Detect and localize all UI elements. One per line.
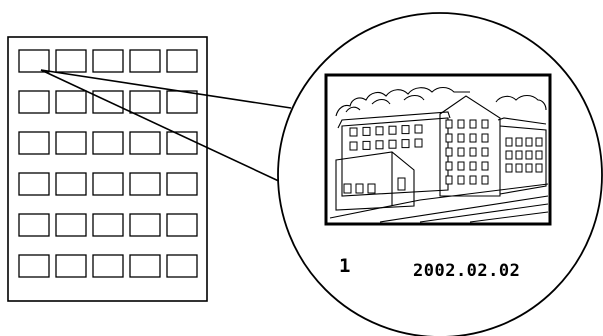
window bbox=[469, 147, 477, 157]
window bbox=[457, 147, 465, 157]
thumbnail bbox=[55, 90, 87, 114]
window bbox=[469, 161, 477, 171]
thumbnail bbox=[166, 172, 198, 196]
thumbnail bbox=[166, 49, 198, 73]
window bbox=[515, 163, 523, 173]
window bbox=[481, 147, 489, 157]
thumbnail bbox=[18, 254, 50, 278]
window bbox=[469, 119, 477, 129]
window bbox=[535, 150, 543, 160]
thumbnail bbox=[55, 49, 87, 73]
window bbox=[355, 183, 364, 194]
window bbox=[388, 125, 397, 135]
thumbnail bbox=[166, 254, 198, 278]
window bbox=[457, 175, 465, 185]
window bbox=[515, 150, 523, 160]
window bbox=[445, 147, 453, 157]
window bbox=[457, 161, 465, 171]
thumbnail bbox=[129, 49, 161, 73]
thumbnail bbox=[129, 254, 161, 278]
callout-line-bottom bbox=[40, 69, 284, 184]
thumbnail bbox=[92, 172, 124, 196]
window bbox=[535, 137, 543, 147]
house-front bbox=[335, 151, 415, 211]
window bbox=[414, 138, 423, 148]
window bbox=[457, 119, 465, 129]
window bbox=[343, 183, 352, 194]
window bbox=[349, 127, 358, 137]
window bbox=[362, 140, 371, 150]
window bbox=[481, 161, 489, 171]
window bbox=[535, 163, 543, 173]
date-label: 2002.02.02 bbox=[413, 261, 520, 281]
thumbnail bbox=[18, 172, 50, 196]
window bbox=[445, 119, 453, 129]
window bbox=[505, 163, 513, 173]
window bbox=[349, 141, 358, 151]
window bbox=[445, 161, 453, 171]
window bbox=[525, 163, 533, 173]
thumbnail bbox=[18, 90, 50, 114]
window bbox=[481, 119, 489, 129]
window bbox=[375, 126, 384, 136]
frame-number-label: 1 bbox=[339, 255, 350, 277]
thumbnail bbox=[166, 213, 198, 237]
thumbnail bbox=[55, 213, 87, 237]
window bbox=[481, 133, 489, 143]
window bbox=[505, 150, 513, 160]
window bbox=[469, 175, 477, 185]
thumbnail bbox=[18, 131, 50, 155]
window bbox=[525, 150, 533, 160]
window bbox=[401, 139, 410, 149]
magnified-photo bbox=[324, 73, 552, 226]
window bbox=[445, 175, 453, 185]
thumbnail bbox=[92, 213, 124, 237]
thumbnail bbox=[55, 131, 87, 155]
building-windows bbox=[343, 119, 543, 194]
thumbnail bbox=[166, 90, 198, 114]
window bbox=[397, 177, 406, 191]
building-left-roof bbox=[337, 111, 451, 129]
thumbnail bbox=[55, 172, 87, 196]
window bbox=[375, 140, 384, 150]
thumbnail bbox=[92, 49, 124, 73]
index-print-sheet bbox=[7, 36, 208, 302]
road-lines bbox=[379, 195, 549, 223]
building-right-roof bbox=[497, 117, 547, 125]
thumbnail bbox=[18, 213, 50, 237]
thumbnail-grid bbox=[18, 49, 198, 278]
window bbox=[457, 133, 465, 143]
tree-line bbox=[335, 86, 547, 117]
thumbnail bbox=[92, 254, 124, 278]
thumbnail bbox=[129, 131, 161, 155]
thumbnail bbox=[18, 49, 50, 73]
thumbnail bbox=[92, 131, 124, 155]
window bbox=[401, 125, 410, 135]
window bbox=[505, 137, 513, 147]
ground-line bbox=[329, 183, 549, 219]
building-left bbox=[341, 117, 449, 197]
callout-line-top bbox=[40, 69, 292, 109]
window bbox=[367, 183, 376, 194]
photo-frame bbox=[324, 73, 552, 226]
window bbox=[469, 133, 477, 143]
window bbox=[481, 175, 489, 185]
window bbox=[414, 124, 423, 134]
window bbox=[445, 133, 453, 143]
building-right bbox=[499, 125, 547, 195]
thumbnail bbox=[55, 254, 87, 278]
window bbox=[515, 137, 523, 147]
thumbnail bbox=[129, 213, 161, 237]
thumbnail bbox=[129, 172, 161, 196]
tree-detail bbox=[345, 94, 425, 113]
window bbox=[525, 137, 533, 147]
building-center bbox=[439, 95, 501, 197]
window bbox=[362, 126, 371, 136]
window bbox=[388, 139, 397, 149]
thumbnail bbox=[129, 90, 161, 114]
